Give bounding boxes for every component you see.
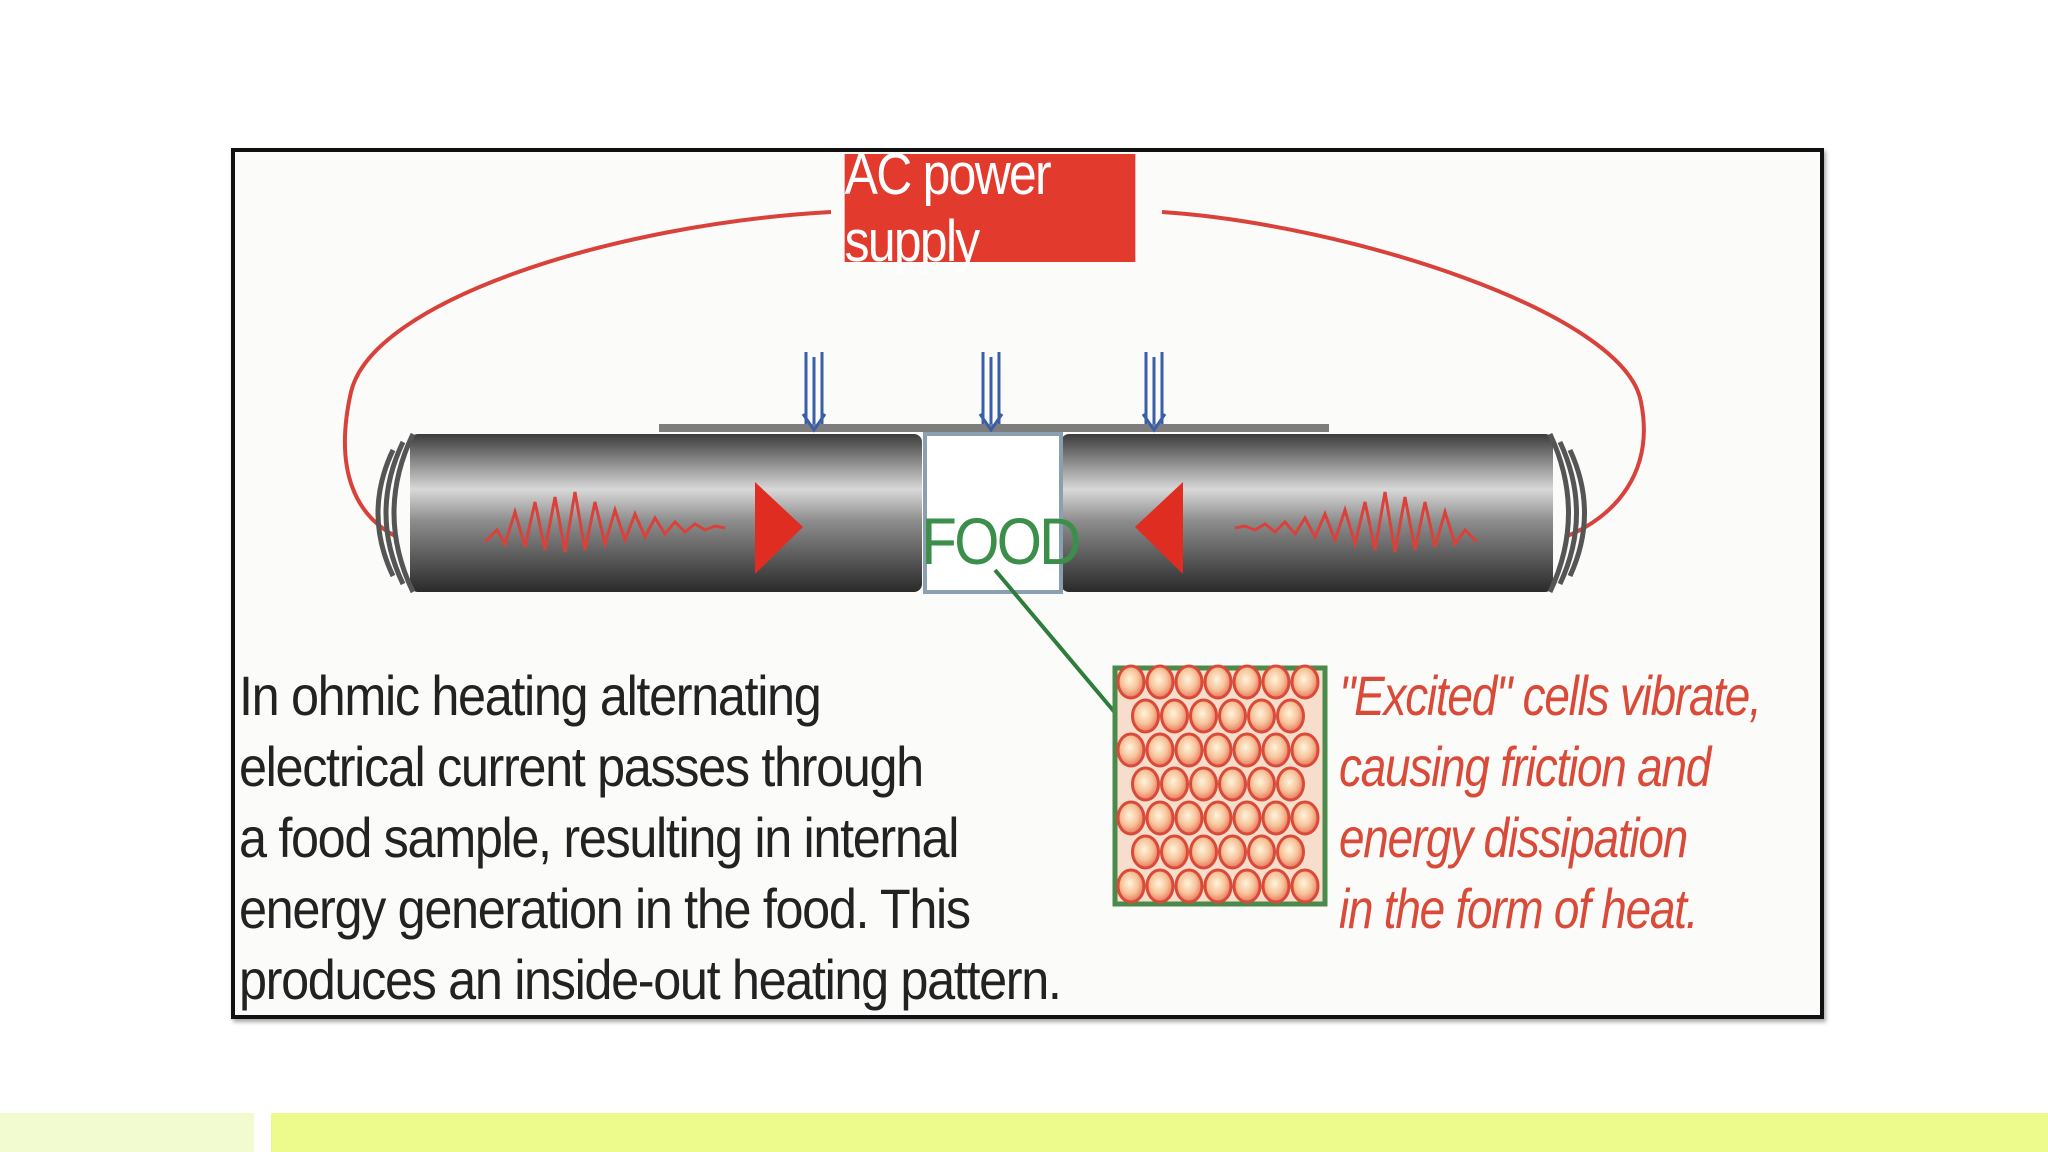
- cells-line: energy dissipation: [1339, 806, 1688, 869]
- explanation-line: In ohmic heating alternating: [239, 664, 822, 727]
- cells-line: causing friction and: [1339, 735, 1711, 798]
- footer-bar-left: [0, 1113, 254, 1152]
- cell: [1203, 800, 1233, 836]
- cell: [1261, 800, 1291, 836]
- circuit-wire-right: [1161, 210, 1646, 539]
- down-arrow-icon: [978, 352, 1004, 433]
- cells-description: "Excited" cells vibrate, causing frictio…: [1339, 660, 1782, 944]
- footer-bar-right: [271, 1113, 2048, 1152]
- cells-grid: [1112, 664, 1328, 907]
- ac-power-supply-label: AC power supply: [844, 152, 1136, 274]
- cell: [1290, 732, 1320, 768]
- explanation-line: produces an inside-out heating pattern.: [239, 948, 1062, 1011]
- cell: [1131, 698, 1160, 734]
- explanation-line: a food sample, resulting in internal: [239, 806, 959, 869]
- cell: [1145, 800, 1175, 836]
- cell: [1290, 664, 1320, 700]
- cell: [1145, 732, 1175, 768]
- cell: [1174, 868, 1204, 904]
- cell: [1203, 664, 1233, 700]
- cell: [1145, 664, 1175, 700]
- food-label: FOOD: [921, 504, 1081, 578]
- cell: [1131, 766, 1160, 802]
- cell: [1116, 732, 1146, 768]
- cell: [1232, 732, 1262, 768]
- wave-right: [1234, 491, 1479, 553]
- cell: [1290, 868, 1320, 904]
- cell: [1174, 800, 1204, 836]
- cell: [1232, 868, 1262, 904]
- cell: [1290, 800, 1320, 836]
- cell: [1116, 868, 1146, 904]
- cell: [1276, 698, 1305, 734]
- cell: [1189, 698, 1218, 734]
- diagram-frame: AC power supply FOOD In ohmic heating al…: [231, 148, 1824, 1019]
- ohmic-heating-diagram: [342, 210, 1646, 907]
- cell: [1145, 868, 1175, 904]
- cells-line: in the form of heat.: [1339, 877, 1699, 940]
- explanation-text: In ohmic heating alternating electrical …: [239, 660, 1062, 1015]
- cell: [1160, 698, 1189, 734]
- cell: [1218, 766, 1247, 802]
- cell: [1160, 834, 1189, 870]
- explanation-line: electrical current passes through: [239, 735, 924, 798]
- down-arrow-icon: [1141, 352, 1167, 433]
- left-electrode-end-icon: [375, 432, 416, 594]
- cell: [1232, 800, 1262, 836]
- wave-left: [483, 491, 726, 553]
- cell: [1160, 766, 1189, 802]
- cell: [1189, 766, 1218, 802]
- left-electrode: [410, 434, 922, 592]
- cell: [1261, 664, 1291, 700]
- cells-line: "Excited" cells vibrate,: [1339, 664, 1762, 727]
- cell: [1116, 800, 1146, 836]
- cell: [1247, 834, 1276, 870]
- cell: [1261, 732, 1291, 768]
- cell: [1203, 868, 1233, 904]
- right-electrode: [1061, 434, 1553, 592]
- cell: [1189, 834, 1218, 870]
- cell: [1276, 766, 1305, 802]
- cell: [1247, 766, 1276, 802]
- cell: [1218, 698, 1247, 734]
- cell: [1116, 664, 1146, 700]
- cell: [1247, 698, 1276, 734]
- cell: [1174, 664, 1204, 700]
- arrow-right-icon: [755, 482, 803, 574]
- food-sample-block: [923, 432, 1063, 594]
- explanation-line: energy generation in the food. This: [239, 877, 971, 940]
- circuit-wire: [342, 210, 832, 539]
- cell: [1276, 834, 1305, 870]
- cell: [1232, 664, 1262, 700]
- down-arrow-icon: [801, 352, 827, 433]
- cell: [1218, 834, 1247, 870]
- cell: [1261, 868, 1291, 904]
- right-electrode-end-icon: [1547, 432, 1587, 594]
- cell: [1203, 732, 1233, 768]
- arrow-left-icon: [1135, 482, 1183, 574]
- cell: [1174, 732, 1204, 768]
- cell: [1131, 834, 1160, 870]
